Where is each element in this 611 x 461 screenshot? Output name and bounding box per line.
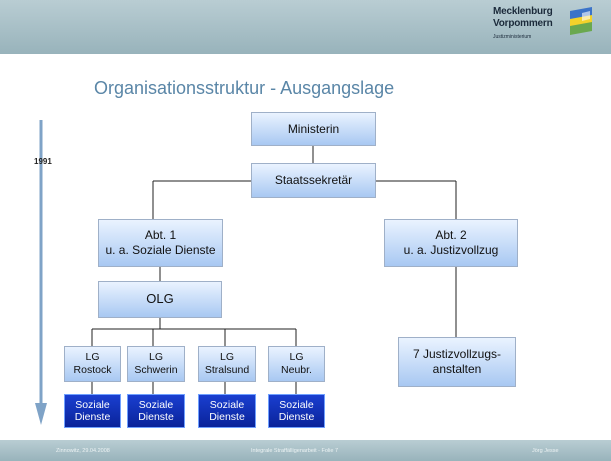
node-lg-stralsund: LG Stralsund [198,346,256,382]
logo: Mecklenburg Vorpommern Justizministerium [493,6,597,48]
slide-title: Organisationsstruktur - Ausgangslage [94,78,395,98]
node-staatssekretaer: Staatssekretär [251,163,376,198]
year-label: 1991 [34,157,52,166]
node-olg: OLG [98,281,222,318]
node-ministerin: Ministerin [251,112,376,146]
node-justizvollzugsanstalten: 7 Justizvollzugs- anstalten [398,337,516,387]
logo-flag-icon [570,7,592,35]
logo-text-1: Mecklenburg [493,6,553,17]
footer-bar [0,440,611,461]
timeline-arrow [35,120,47,425]
node-lg-neubr: LG Neubr. [268,346,325,382]
node-soziale-dienste-rostock: Soziale Dienste [64,394,121,428]
logo-text-3: Justizministerium [493,34,532,40]
logo-text-2: Vorpommern [493,18,553,29]
node-lg-rostock: LG Rostock [64,346,121,382]
node-abt-1: Abt. 1 u. a. Soziale Dienste [98,219,223,267]
node-soziale-dienste-stralsund: Soziale Dienste [198,394,256,428]
node-lg-schwerin: LG Schwerin [127,346,185,382]
node-soziale-dienste-neubr: Soziale Dienste [268,394,325,428]
footer-slide-info: Integrale Straffälligenarbeit - Folie 7 [251,448,339,454]
node-soziale-dienste-schwerin: Soziale Dienste [127,394,185,428]
header-bar [0,0,611,54]
node-abt-2: Abt. 2 u. a. Justizvollzug [384,219,518,267]
footer-author: Jörg Jesse [532,448,559,454]
footer-date: Zinnowitz, 29.04.2008 [56,448,110,454]
